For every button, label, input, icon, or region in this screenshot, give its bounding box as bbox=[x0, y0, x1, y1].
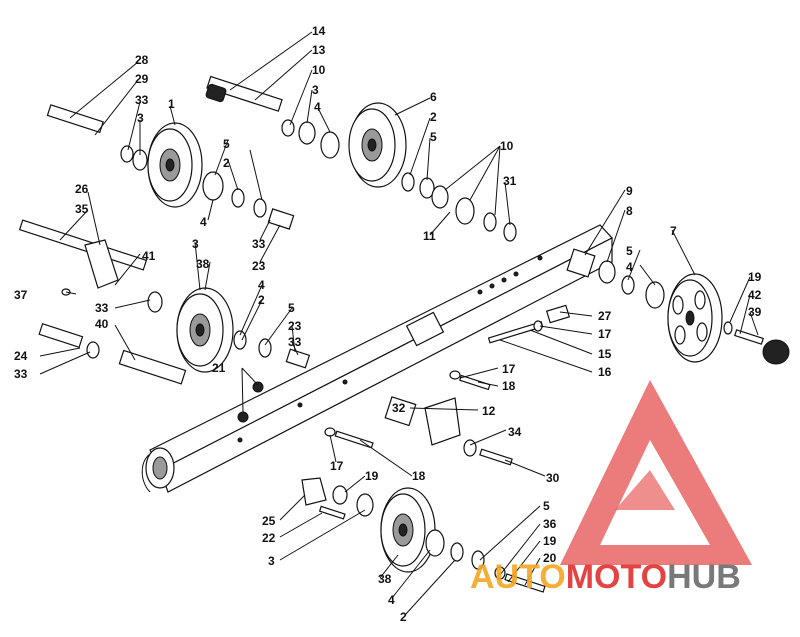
svg-text:AUTOMOTOHUB: AUTOMOTOHUB bbox=[470, 558, 741, 596]
callout-3c: 3 bbox=[192, 237, 199, 251]
callout-38b: 38 bbox=[378, 572, 392, 586]
callout-19a: 19 bbox=[748, 270, 762, 284]
idler-wheel-1 bbox=[147, 122, 203, 208]
callout-33b: 33 bbox=[252, 237, 266, 251]
automotohub-watermark: AUTOMOTOHUB bbox=[470, 380, 752, 596]
callout-12: 12 bbox=[482, 404, 496, 418]
callout-22: 22 bbox=[262, 531, 276, 545]
callout-1: 1 bbox=[168, 97, 175, 111]
shafts bbox=[18, 75, 544, 385]
callout-30: 30 bbox=[546, 471, 560, 485]
callout-2a: 2 bbox=[430, 110, 437, 124]
callout-39: 39 bbox=[748, 305, 762, 319]
callout-20: 20 bbox=[543, 551, 557, 565]
callout-34: 34 bbox=[508, 425, 522, 439]
callout-36: 36 bbox=[543, 517, 557, 531]
callout-35: 35 bbox=[75, 202, 89, 216]
callout-18a: 18 bbox=[502, 379, 516, 393]
callout-17a: 17 bbox=[598, 327, 612, 341]
callout-4c: 4 bbox=[626, 260, 633, 274]
callout-31: 31 bbox=[503, 174, 517, 188]
callout-33e: 33 bbox=[14, 367, 28, 381]
watermark-text-hub: HUB bbox=[667, 558, 741, 596]
callout-16: 16 bbox=[598, 365, 612, 379]
callout-9: 9 bbox=[626, 184, 633, 198]
callout-labels: 28 29 33 3 1 14 13 10 3 4 6 2 5 10 31 11… bbox=[14, 24, 762, 624]
callout-2c: 2 bbox=[258, 293, 265, 307]
callout-26: 26 bbox=[75, 182, 89, 196]
callout-3a: 3 bbox=[137, 111, 144, 125]
callout-37: 37 bbox=[14, 288, 28, 302]
callout-14: 14 bbox=[312, 24, 326, 38]
idler-wheel-6 bbox=[348, 102, 407, 188]
callout-5b: 5 bbox=[223, 137, 230, 151]
leader-lines bbox=[39, 31, 759, 616]
callout-7: 7 bbox=[670, 224, 677, 238]
callout-5d: 5 bbox=[288, 301, 295, 315]
callout-6: 6 bbox=[430, 90, 437, 104]
callout-38a: 38 bbox=[196, 257, 210, 271]
callout-8: 8 bbox=[626, 204, 633, 218]
callout-32: 32 bbox=[392, 401, 406, 415]
idler-wheel-38-lower bbox=[380, 487, 436, 573]
callout-15: 15 bbox=[598, 347, 612, 361]
callout-40: 40 bbox=[95, 317, 109, 331]
rail-holes bbox=[237, 255, 543, 443]
callout-4b: 4 bbox=[200, 215, 207, 229]
callout-2d: 2 bbox=[400, 610, 407, 624]
callout-24: 24 bbox=[14, 349, 28, 363]
watermark-triangle-logo bbox=[560, 380, 752, 565]
callout-4e: 4 bbox=[388, 593, 395, 607]
callout-11: 11 bbox=[423, 229, 436, 243]
callout-33d: 33 bbox=[288, 335, 302, 349]
callout-41: 41 bbox=[142, 249, 156, 263]
callout-21: 21 bbox=[212, 361, 226, 375]
callout-5c: 5 bbox=[626, 244, 633, 258]
watermark-text-moto: MOTO bbox=[566, 558, 667, 596]
callout-17b: 17 bbox=[502, 362, 516, 376]
callout-5e: 5 bbox=[543, 499, 550, 513]
callout-42: 42 bbox=[748, 288, 762, 302]
callout-23a: 23 bbox=[252, 259, 266, 273]
callout-4a: 4 bbox=[314, 100, 321, 114]
callout-18b: 18 bbox=[412, 469, 426, 483]
callout-13: 13 bbox=[312, 43, 326, 57]
callout-3b: 3 bbox=[312, 83, 319, 97]
watermark-text-auto: AUTO bbox=[470, 558, 566, 596]
idler-wheel-7 bbox=[667, 273, 723, 363]
callout-17c: 17 bbox=[330, 459, 344, 473]
callout-33a: 33 bbox=[135, 93, 149, 107]
idler-wheel-38-upper bbox=[176, 287, 234, 373]
small-parts bbox=[61, 119, 790, 593]
callout-10a: 10 bbox=[312, 63, 326, 77]
callout-25: 25 bbox=[262, 514, 276, 528]
callout-27: 27 bbox=[598, 309, 612, 323]
callout-19c: 19 bbox=[543, 534, 557, 548]
callout-19b: 19 bbox=[365, 469, 379, 483]
callout-33c: 33 bbox=[95, 301, 109, 315]
callout-23b: 23 bbox=[288, 319, 302, 333]
callout-28: 28 bbox=[135, 53, 149, 67]
callout-2b: 2 bbox=[223, 156, 230, 170]
slide-rail-frame bbox=[141, 224, 613, 493]
callout-3d: 3 bbox=[268, 554, 275, 568]
callout-10b: 10 bbox=[500, 139, 514, 153]
callout-4d: 4 bbox=[258, 278, 265, 292]
callout-29: 29 bbox=[135, 72, 149, 86]
callout-5a: 5 bbox=[430, 130, 437, 144]
